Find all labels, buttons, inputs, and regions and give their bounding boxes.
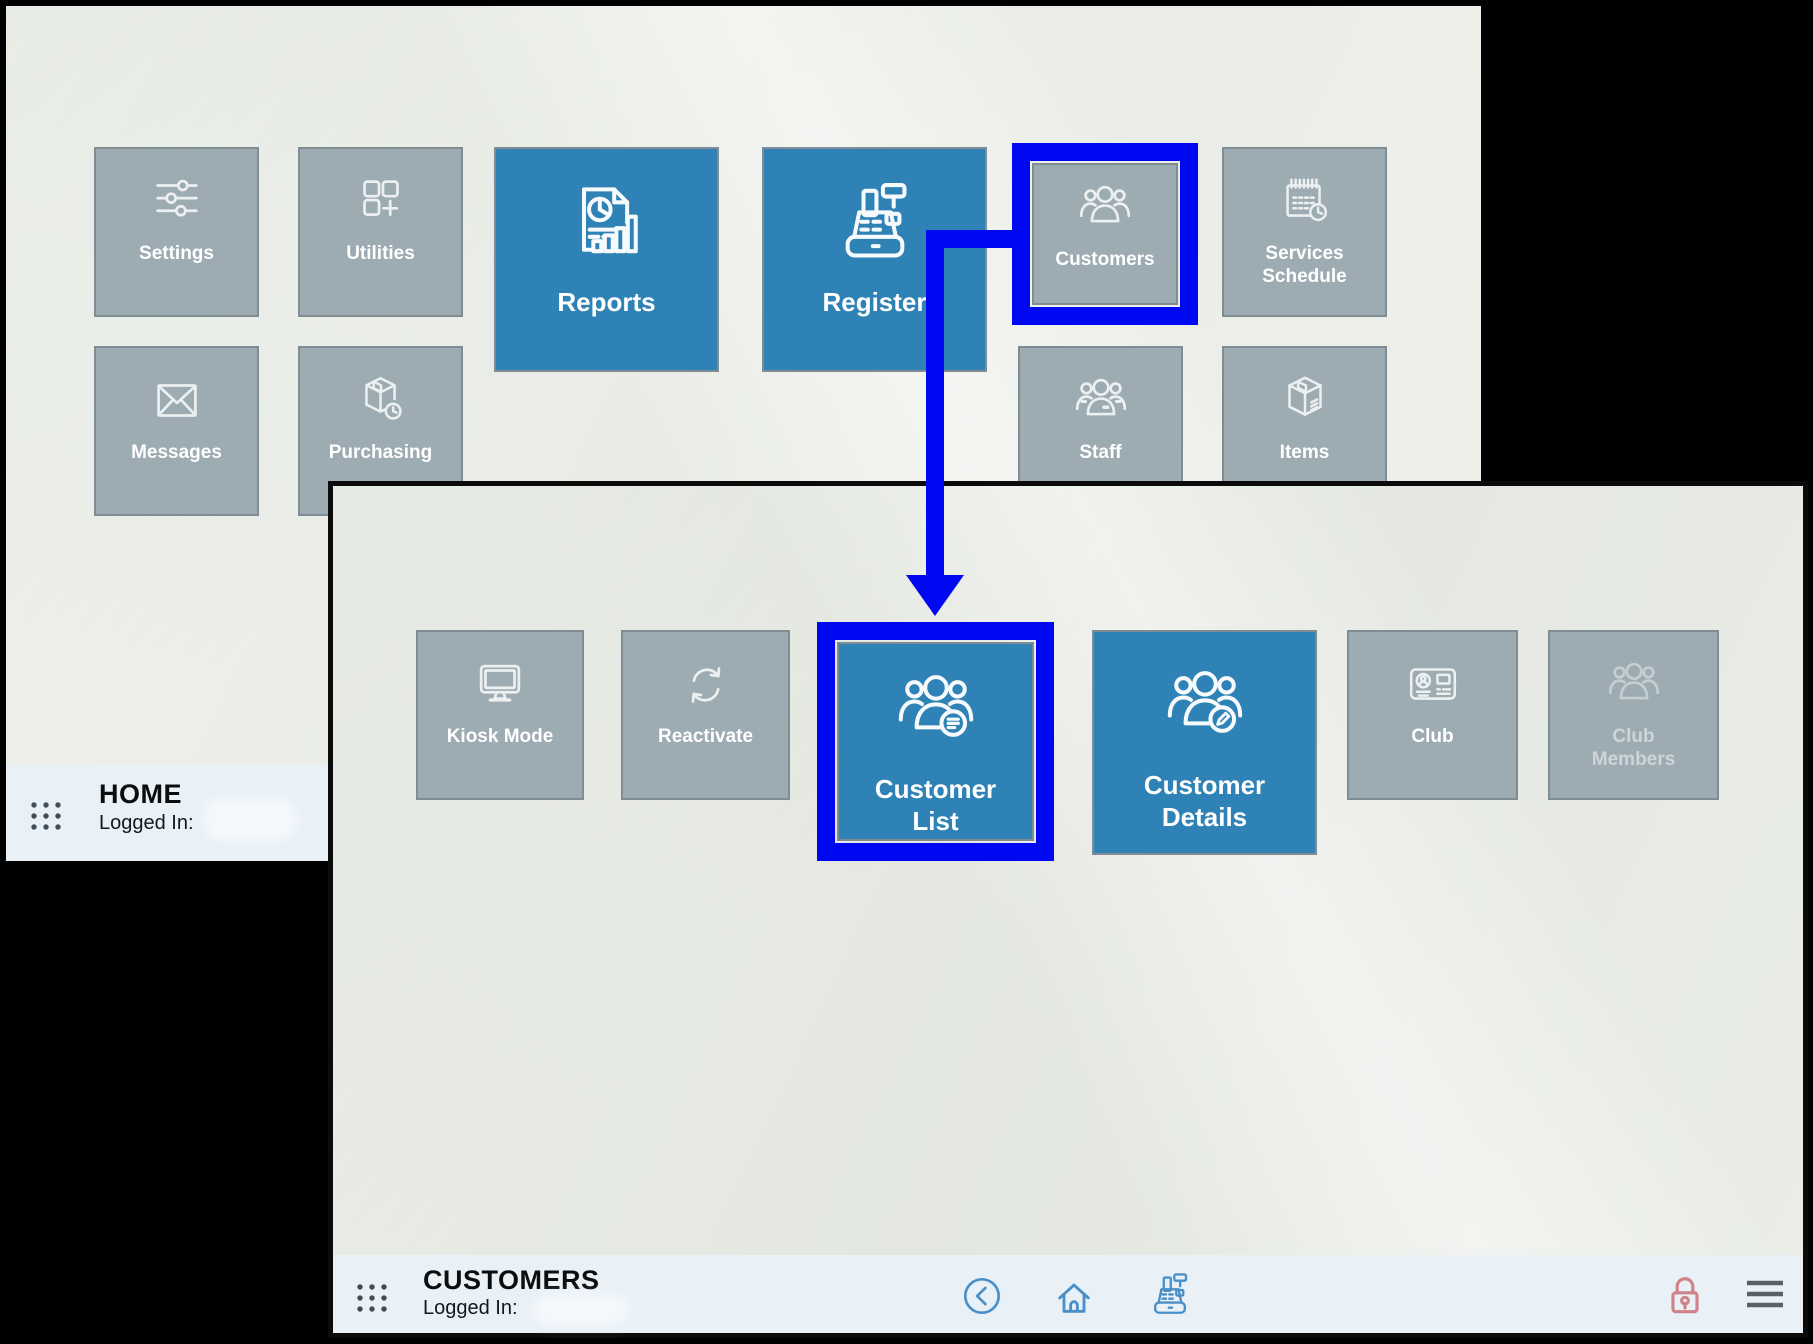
package-clock-icon	[350, 370, 412, 432]
flow-arrow-horizontal	[926, 230, 1016, 248]
tile-customer-details[interactable]: Customer Details	[1092, 630, 1317, 855]
staff-group-icon	[1070, 370, 1132, 432]
tile-label: Utilities	[346, 243, 415, 264]
register-icon[interactable]	[1145, 1269, 1195, 1324]
tile-label: Customer Details	[1143, 770, 1266, 832]
screen-title: HOME	[99, 779, 182, 809]
tile-reactivate[interactable]: Reactivate	[621, 630, 790, 800]
home-icon[interactable]	[1051, 1275, 1097, 1322]
people-edit-icon	[1159, 658, 1251, 750]
logged-in-label: Logged In:	[99, 812, 194, 834]
menu-icon[interactable]	[1745, 1279, 1785, 1314]
grid-menu-icon[interactable]	[29, 801, 63, 836]
tile-customers[interactable]: Customers	[1032, 163, 1178, 305]
back-icon[interactable]	[961, 1275, 1003, 1322]
screen-title: CUSTOMERS	[423, 1265, 600, 1295]
monitor-icon	[469, 654, 531, 716]
tile-label: Register	[822, 287, 927, 317]
flow-arrow-head	[906, 575, 964, 616]
tile-label: Customers	[1055, 249, 1155, 270]
customers-tile-highlight: Customers	[1012, 143, 1198, 325]
tile-utilities[interactable]: Utilities	[298, 147, 463, 317]
tile-club[interactable]: Club	[1347, 630, 1518, 800]
id-card-icon	[1402, 654, 1464, 716]
logged-in-label: Logged In:	[423, 1297, 518, 1319]
refresh-icon	[675, 654, 737, 716]
tile-label: Kiosk Mode	[446, 726, 554, 747]
tile-kiosk-mode[interactable]: Kiosk Mode	[416, 630, 584, 800]
tile-label: Settings	[139, 243, 214, 264]
tile-label: Services Schedule	[1262, 243, 1347, 288]
tile-messages[interactable]: Messages	[94, 346, 259, 516]
tile-reports[interactable]: Reports	[494, 147, 719, 372]
people-list-icon	[890, 662, 982, 754]
customers-status-bar: CUSTOMERS Logged In:	[333, 1255, 1803, 1333]
tile-services-schedule[interactable]: Services Schedule	[1222, 147, 1387, 317]
customer-list-tile-highlight: Customer List	[817, 622, 1054, 861]
tile-label: Club Members	[1591, 726, 1676, 771]
tile-label: Customer List	[874, 774, 997, 836]
tile-label: Reports	[557, 287, 656, 317]
calendar-clock-icon	[1274, 171, 1336, 233]
redacted-username	[533, 1295, 629, 1325]
redacted-username	[204, 798, 296, 840]
tile-label: Items	[1279, 442, 1330, 463]
flow-arrow-vertical	[926, 230, 944, 576]
squares-plus-icon	[350, 171, 412, 233]
report-chart-icon	[561, 175, 653, 267]
people-group-icon	[1603, 654, 1665, 716]
tile-label: Club	[1411, 726, 1454, 747]
lock-icon[interactable]	[1666, 1273, 1704, 1324]
tile-club-members[interactable]: Club Members	[1548, 630, 1719, 800]
tile-label: Purchasing	[328, 442, 433, 463]
people-group-icon	[1074, 177, 1136, 239]
package-icon	[1274, 370, 1336, 432]
cash-register-icon	[829, 175, 921, 267]
tile-register[interactable]: Register	[762, 147, 987, 372]
tile-label: Messages	[131, 442, 222, 463]
tile-customer-list[interactable]: Customer List	[837, 642, 1034, 841]
grid-menu-icon[interactable]	[355, 1283, 389, 1318]
tile-label: Staff	[1079, 442, 1122, 463]
tile-purchasing[interactable]: Purchasing	[298, 346, 463, 516]
tile-label: Reactivate	[657, 726, 754, 747]
customers-screen: Kiosk Mode Reactivate	[328, 481, 1808, 1338]
sliders-icon	[146, 171, 208, 233]
tile-settings[interactable]: Settings	[94, 147, 259, 317]
envelope-icon	[146, 370, 208, 432]
